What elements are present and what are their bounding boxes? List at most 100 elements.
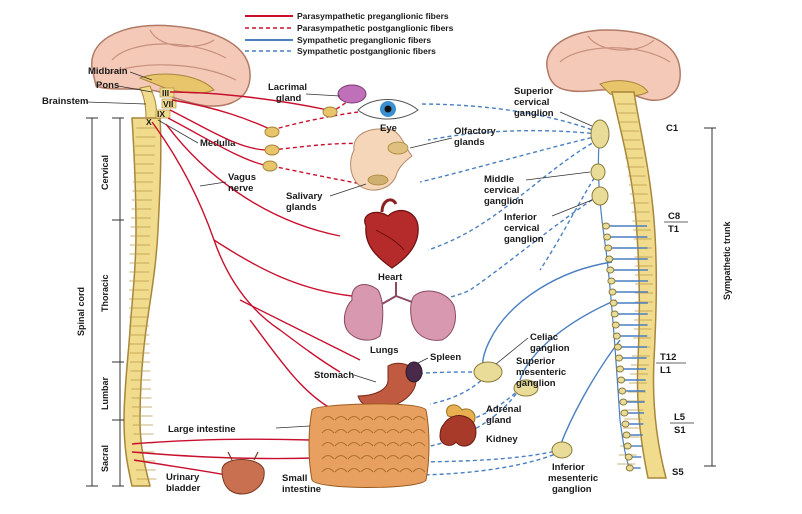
inferior-mesenteric-label-1: Inferior [552,462,585,473]
urinary-bladder-label-2: bladder [166,483,201,494]
salivary-glands-label-1: Salivary [286,191,323,202]
c1-label: C1 [666,123,679,134]
eye-illustration [357,99,419,120]
chain-ganglion [619,398,628,406]
cn-vii-label: VII [163,99,173,109]
salivary-glands-label-2: glands [286,202,317,213]
left-region-bracket [86,117,124,487]
intestine-coil [321,467,426,473]
right-region-bracket [704,127,716,467]
t12-label: T12 [660,352,676,363]
middle-cervical-label-2: cervical [484,185,519,196]
chain-ganglion [611,321,620,329]
lacrimal-gland-illustration [337,84,367,104]
urinary-bladder-illustration [221,451,265,495]
lungs-label: Lungs [370,345,399,356]
chain-ganglion [607,277,616,285]
superior-cervical-label-1: Superior [514,86,553,97]
middle-cervical-label-3: ganglion [484,196,524,207]
chain-ganglion [610,310,619,318]
medulla-label: Medulla [200,138,236,149]
chain-ganglion [609,299,618,307]
superior-mesenteric-label-3: ganglion [516,378,556,389]
chain-ganglion [612,332,621,340]
lacrimal-gland-label-1: Lacrimal [268,82,307,93]
right-labels: C1 C8 T1 T12 L1 L5 S1 S5 Sympathetic tru… [656,123,732,478]
kidney-label: Kidney [486,434,518,445]
heart-illustration [364,198,419,269]
chain-ganglion [604,244,613,252]
chain-ganglion [624,453,633,461]
heart-label: Heart [378,272,403,283]
sympathetic-ganglia [473,119,634,472]
superior-cervical-label-2: cervical [514,97,549,108]
chain-ganglion [620,409,629,417]
legend-para-post-label: Parasympathetic postganglionic fibers [297,23,454,33]
inferior-cervical-label-1: Inferior [504,212,537,223]
intestine-coil [321,415,426,421]
lacrimal-gland-label-2: gland [276,93,302,104]
superior-mesenteric-label-2: mesenteric [516,367,566,378]
inferior-cervical-label-2: cervical [504,223,539,234]
chain-ganglion [608,288,617,296]
chain-ganglion [623,442,632,450]
lumbar-label: Lumbar [100,376,110,410]
small-intestine-label-1: Small [282,473,307,484]
face-illustration [350,128,413,191]
inferior-cervical-ganglion-shape [591,186,609,206]
intestine-coil [321,454,426,460]
large-intestine-label: Large intestine [168,424,236,435]
urinary-bladder-label-1: Urinary [166,472,200,483]
spinal-cord-label: Spinal cord [76,287,86,336]
intestine-coil [321,441,426,447]
inferior-cervical-label-3: ganglion [504,234,544,245]
t1-label: T1 [668,224,680,235]
eye-label: Eye [380,123,397,134]
chain-ganglion [606,266,615,274]
superior-mesenteric-ganglion-shape [513,379,539,397]
s1-label: S1 [674,425,686,436]
legend-symp-post-label: Sympathetic postganglionic fibers [297,46,436,56]
legend-symp-pre-label: Sympathetic preganglionic fibers [297,35,431,45]
ganglion-labels: Superior cervical ganglion Middle cervic… [484,86,598,495]
inferior-mesenteric-ganglion-shape [551,441,573,459]
right-brain [546,29,681,101]
chain-ganglion [618,387,627,395]
kidney-illustration [439,404,477,447]
spleen-label: Spleen [430,352,461,363]
cn-iii-label: III [162,88,169,98]
l1-label: L1 [660,365,672,376]
parasympathetic-fibers [131,91,381,477]
celiac-ganglion-shape [473,361,503,383]
s5-label: S5 [672,467,684,478]
chain-ganglion [621,420,630,428]
vagus-nerve-label-2: nerve [228,183,253,194]
l5-label: L5 [674,412,686,423]
left-spinal-cord [123,117,162,487]
spleen-illustration [405,361,423,383]
legend-para-pre-label: Parasympathetic preganglionic fibers [297,11,449,21]
middle-cervical-label-1: Middle [484,174,514,185]
vagus-nerve-label-1: Vagus [228,172,256,183]
sacral-label: Sacral [100,445,110,472]
legend: Parasympathetic preganglionic fibers Par… [245,11,454,56]
middle-cervical-ganglion-shape [590,163,606,181]
small-intestine-label-2: intestine [282,484,321,495]
large-intestine-illustration [308,403,430,488]
thoracic-label: Thoracic [100,274,110,312]
parasympathetic-ganglia [262,106,338,172]
cervical-label: Cervical [100,155,110,190]
chain-ganglion [614,354,623,362]
chain-ganglion [613,343,622,351]
chain-ganglion [617,376,626,384]
cranial-nerve-numerals: III VII IX X [146,87,177,127]
cn-x-label: X [146,117,152,127]
celiac-label-1: Celiac [530,332,558,343]
pons-label: Pons [96,80,119,91]
chain-ganglion [616,365,625,373]
chain-ganglion [603,233,612,241]
organ-labels: Lacrimal gland Eye Olfactory glands Vagu… [166,82,521,495]
lungs-illustration [343,282,456,341]
